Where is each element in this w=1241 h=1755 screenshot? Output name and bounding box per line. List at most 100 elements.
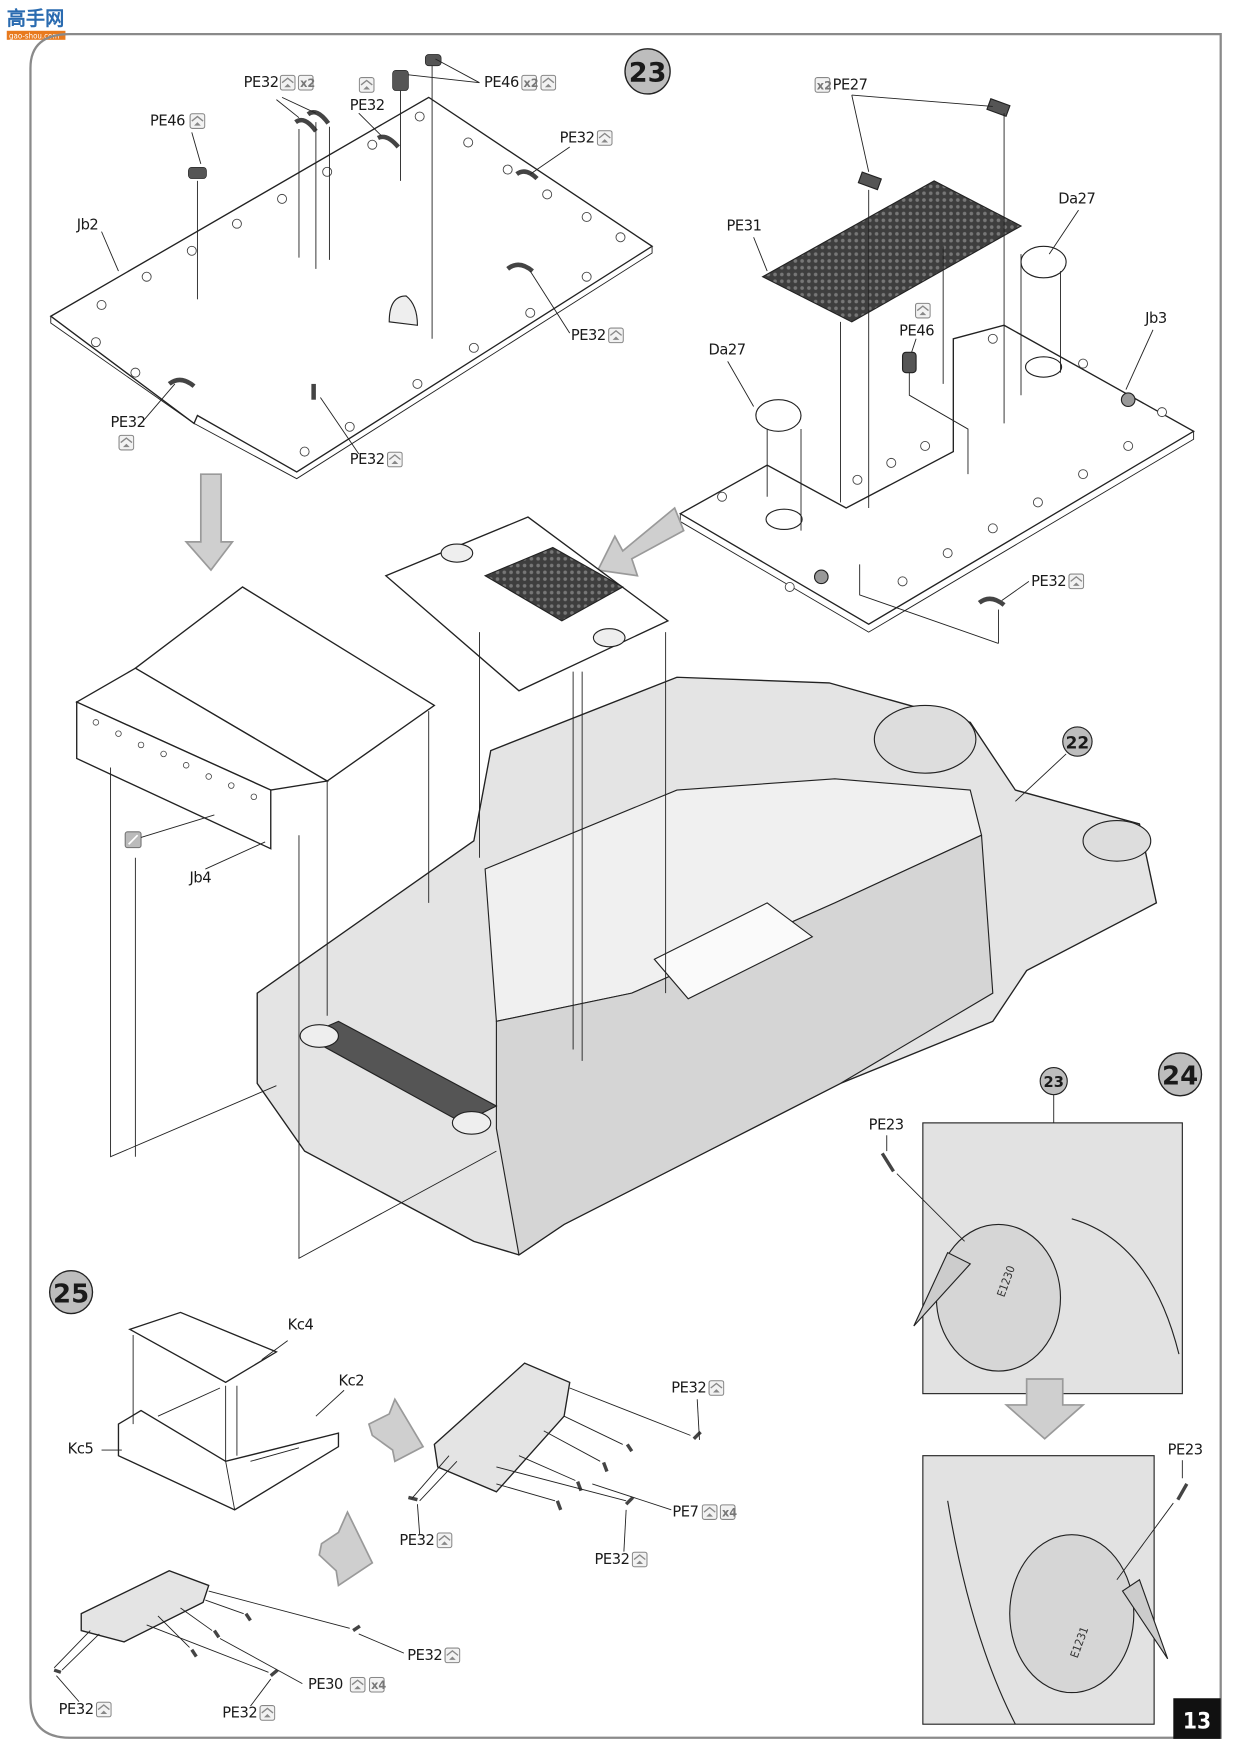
qty-label: x2 [817, 79, 832, 92]
step24-inset-before: E1230 [913, 1122, 1183, 1395]
callout-pe32: PE32 [111, 414, 146, 451]
callout-pe32: PE32 [399, 1532, 453, 1549]
step25-box-parts [53, 1311, 702, 1707]
part-label: PE30 [308, 1676, 343, 1693]
page-number: 13 [1183, 1709, 1211, 1735]
bend-up-icon [631, 1551, 648, 1568]
part-label: PE27 [833, 76, 868, 93]
part-label: PE32 [671, 1380, 706, 1397]
part-label-kc5: Kc5 [68, 1440, 94, 1457]
step-25-badge: 25 [48, 1269, 94, 1315]
site-logo: 高手网 gao-shou.com [7, 7, 66, 41]
bend-up-icon [444, 1647, 461, 1664]
part-label: PE32 [407, 1647, 442, 1664]
callout-pe32: PE32 [407, 1647, 461, 1664]
part-label-pe31: PE31 [727, 217, 762, 234]
part-label: PE32 [222, 1704, 257, 1721]
step-23-ref-badge: 23 [1039, 1067, 1068, 1096]
part-pe31-grate [761, 180, 1023, 323]
step-number: 23 [629, 58, 667, 89]
part-label: PE32 [560, 129, 595, 146]
part-label: PE32 [111, 414, 146, 431]
step24-inset-after: E1231 [922, 1455, 1169, 1725]
qty-label: x2 [523, 77, 538, 90]
callout-pe32: PE32 [560, 129, 613, 146]
bend-up-icon [279, 74, 296, 91]
assembly-lines-center [110, 632, 1067, 1260]
part-label: PE32 [59, 1701, 94, 1718]
callout-pe46: PE46 [150, 113, 206, 130]
callout-pe32: PE32 [671, 1380, 725, 1397]
bend-up-icon [189, 113, 206, 129]
step-number: 22 [1066, 732, 1090, 752]
callout-pe46-x2: PE46 x2 [484, 74, 557, 91]
callout-pe32: PE32 [222, 1704, 276, 1721]
bend-up-icon [349, 1676, 366, 1693]
bend-up-icon [436, 1532, 453, 1549]
part-label-kc4: Kc4 [288, 1316, 314, 1333]
bend-up-icon [914, 302, 931, 319]
bend-up-icon [708, 1380, 725, 1396]
step-23-badge: 23 [624, 48, 671, 95]
step-number: 23 [1044, 1074, 1064, 1091]
bend-up-icon [118, 434, 135, 451]
part-label-pe23: PE23 [869, 1117, 904, 1134]
part-jb3-plate [678, 98, 1195, 633]
part-label-kc2: Kc2 [338, 1373, 364, 1390]
part-jb4-assembly: Jb4 [75, 586, 436, 887]
logo-site: gao-shou.com [9, 32, 59, 41]
part-label: PE46 [150, 113, 185, 130]
logo-name: 高手网 [7, 7, 64, 30]
callout-pe32: PE32 [1031, 573, 1085, 590]
sub-assembly-plate [384, 516, 670, 692]
bend-up-icon [95, 1701, 112, 1718]
flow-arrow-down [1004, 1378, 1086, 1440]
part-label-pe23: PE23 [1168, 1442, 1203, 1459]
callout-pe32: PE32 [350, 77, 385, 114]
part-label: PE46 [484, 74, 519, 91]
qty-label: x4 [371, 1679, 386, 1692]
step-number: 25 [53, 1279, 89, 1309]
flow-arrow-down [184, 473, 235, 572]
bend-up-icon [701, 1504, 718, 1520]
step-24-badge: 24 [1157, 1052, 1203, 1097]
step-22-badge: 22 [1062, 726, 1093, 757]
flow-arrow-diagonal [367, 1397, 425, 1463]
part-label-jb3: Jb3 [1144, 310, 1167, 327]
page-frame [29, 33, 1222, 1739]
callout-pe32: PE32 [571, 327, 624, 344]
pe-parts-left [167, 54, 539, 400]
callout-pe30-x4: PE30 x4 [308, 1676, 386, 1693]
part-label-jb4: Jb4 [189, 870, 212, 887]
qty-label: x2 [300, 77, 315, 90]
step24-callouts: PE23 PE23 [869, 1117, 1203, 1581]
flow-arrow-diagonal [596, 506, 685, 577]
page-number-badge: 13 [1173, 1698, 1221, 1739]
bend-up-icon [1068, 573, 1085, 590]
cut-icon [124, 831, 142, 849]
flow-arrow-diagonal [318, 1510, 374, 1587]
part-label: PE32 [350, 97, 385, 114]
part-label: PE46 [899, 322, 934, 339]
logo-site-bar [6, 30, 66, 40]
tank-hull [256, 676, 1158, 1256]
bend-up-icon [596, 130, 613, 146]
bend-up-icon [540, 74, 557, 91]
part-label: PE32 [350, 451, 385, 468]
part-label-da27: Da27 [708, 342, 745, 359]
part-label: PE32 [1031, 573, 1066, 590]
callout-pe32: PE32 [350, 451, 403, 468]
callout-pe32: PE32 [59, 1701, 112, 1718]
bend-up-icon [386, 451, 403, 468]
part-label: PE32 [571, 327, 606, 344]
part-label-jb2: Jb2 [76, 216, 99, 233]
bend-up-icon [608, 327, 624, 344]
